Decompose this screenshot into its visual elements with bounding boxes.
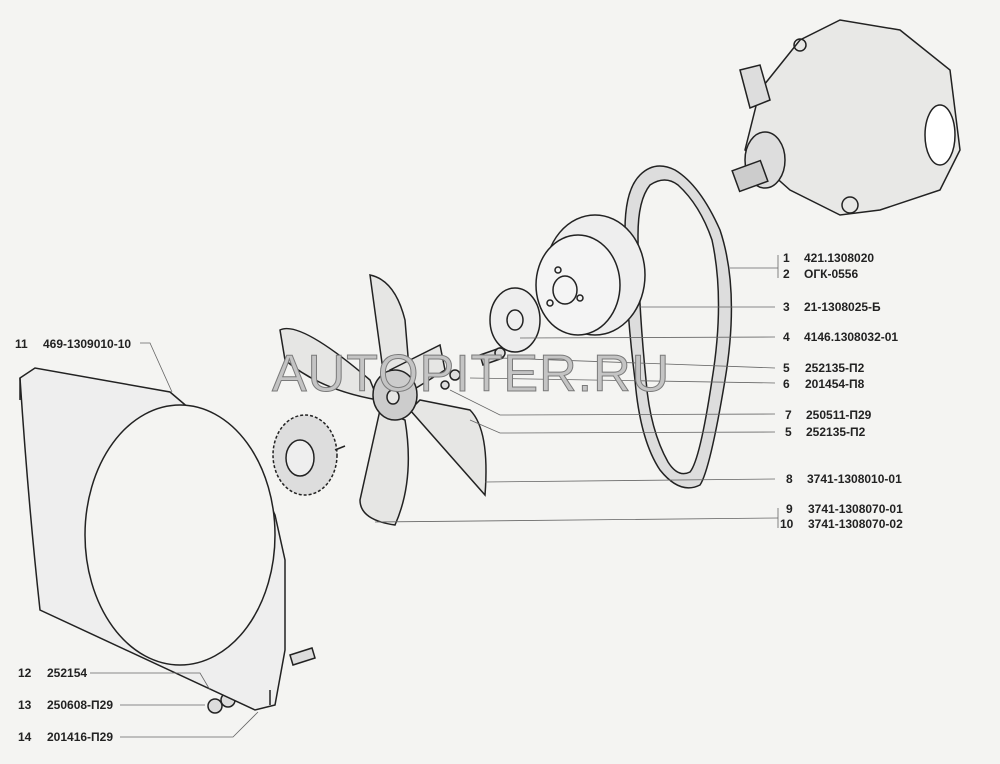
callout-number: 13 — [18, 698, 32, 712]
callout-number: 12 — [18, 666, 32, 680]
watermark: AUTOPITER.RU — [271, 345, 671, 404]
pulley — [535, 214, 646, 336]
part-number-label: 201416-П29 — [47, 730, 114, 744]
part-number-label: 4146.1308032-01 — [804, 330, 899, 344]
callout-number: 2 — [783, 267, 790, 281]
part-number-label: 3741-1308070-02 — [808, 517, 903, 531]
callout-number: 1 — [783, 251, 790, 265]
fan-clutch — [272, 414, 346, 496]
callout-number: 7 — [785, 408, 792, 422]
part-number-label: 469-1309010-10 — [43, 337, 132, 351]
part-number-label: 3741-1308010-01 — [807, 472, 902, 486]
callout-number: 14 — [18, 730, 32, 744]
callout-number: 3 — [783, 300, 790, 314]
part-number-label: ОГК-0556 — [804, 267, 859, 281]
part-number-label: 252135-П2 — [806, 425, 866, 439]
callout-number: 4 — [783, 330, 790, 344]
part-number-label: 21-1308025-Б — [804, 300, 881, 314]
part-number-label: 201454-П8 — [805, 377, 865, 391]
part-number-label: 252135-П2 — [805, 361, 865, 375]
callout-number: 8 — [786, 472, 793, 486]
part-number-label: 421.1308020 — [804, 251, 875, 265]
hub-spacer — [489, 287, 541, 353]
callout-number: 9 — [786, 502, 793, 516]
callout-number: 5 — [785, 425, 792, 439]
leader-lines — [90, 255, 779, 738]
callout-number: 10 — [780, 517, 794, 531]
part-number-label: 250511-П29 — [806, 408, 872, 422]
fan-shroud — [19, 367, 286, 711]
callout-number: 6 — [783, 377, 790, 391]
callout-number: 5 — [783, 361, 790, 375]
fan — [279, 274, 487, 526]
bolts — [207, 347, 506, 714]
water-pump — [731, 19, 961, 216]
part-number-label: 3741-1308070-01 — [808, 502, 903, 516]
part-number-label: 250608-П29 — [47, 698, 114, 712]
v-belt — [624, 165, 733, 489]
part-number-label: 252154 — [47, 666, 88, 680]
callout-number: 11 — [15, 337, 28, 351]
